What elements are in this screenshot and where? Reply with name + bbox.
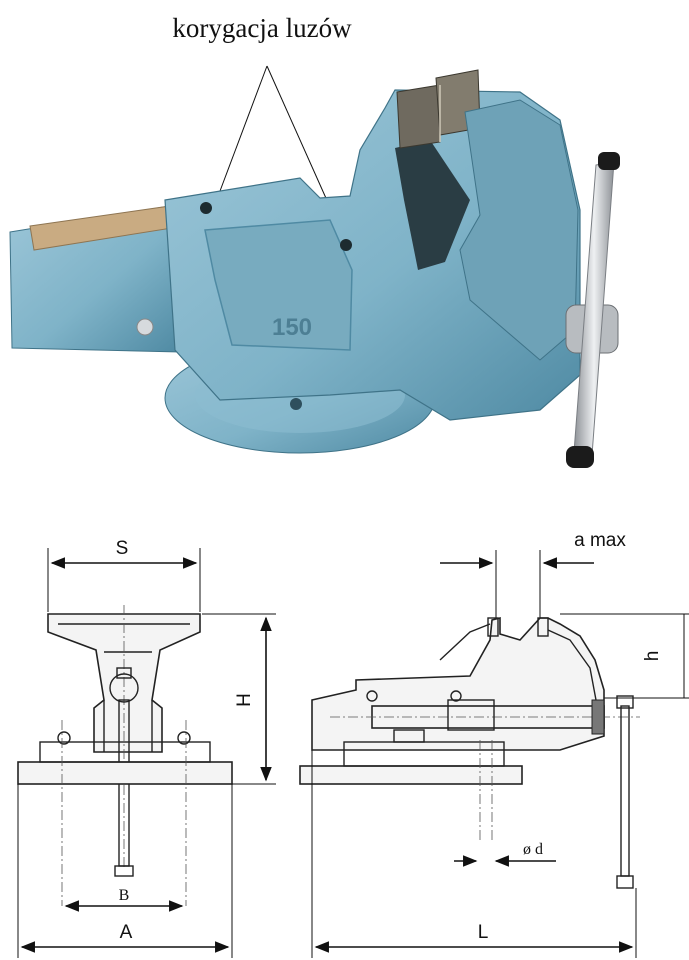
gib-screw-left — [200, 202, 212, 214]
label-b: B — [119, 887, 130, 904]
label-d: ø d — [523, 841, 543, 858]
adjustment-callout-text: korygacja luzów — [172, 13, 352, 43]
base-mount-hole — [290, 398, 302, 410]
side-view-drawing: a max h ø d L — [299, 530, 689, 958]
front-view-drawing: S H B A — [17, 538, 276, 958]
gib-screw-right — [340, 239, 352, 251]
label-h-height: H — [234, 693, 255, 707]
handle-cap-top — [598, 152, 620, 170]
handle-cap-bottom — [566, 446, 594, 468]
vise-photo: korygacja luzów 150 — [9, 13, 620, 468]
size-marking: 150 — [272, 314, 312, 341]
beam-screw — [136, 318, 154, 336]
label-a-max: a max — [574, 530, 626, 551]
label-a: A — [120, 922, 133, 943]
jaw-plate-left — [396, 84, 441, 149]
label-h-throat: h — [642, 651, 663, 662]
front-jaw — [459, 99, 579, 361]
label-l: L — [478, 922, 489, 943]
label-s: S — [116, 538, 129, 559]
